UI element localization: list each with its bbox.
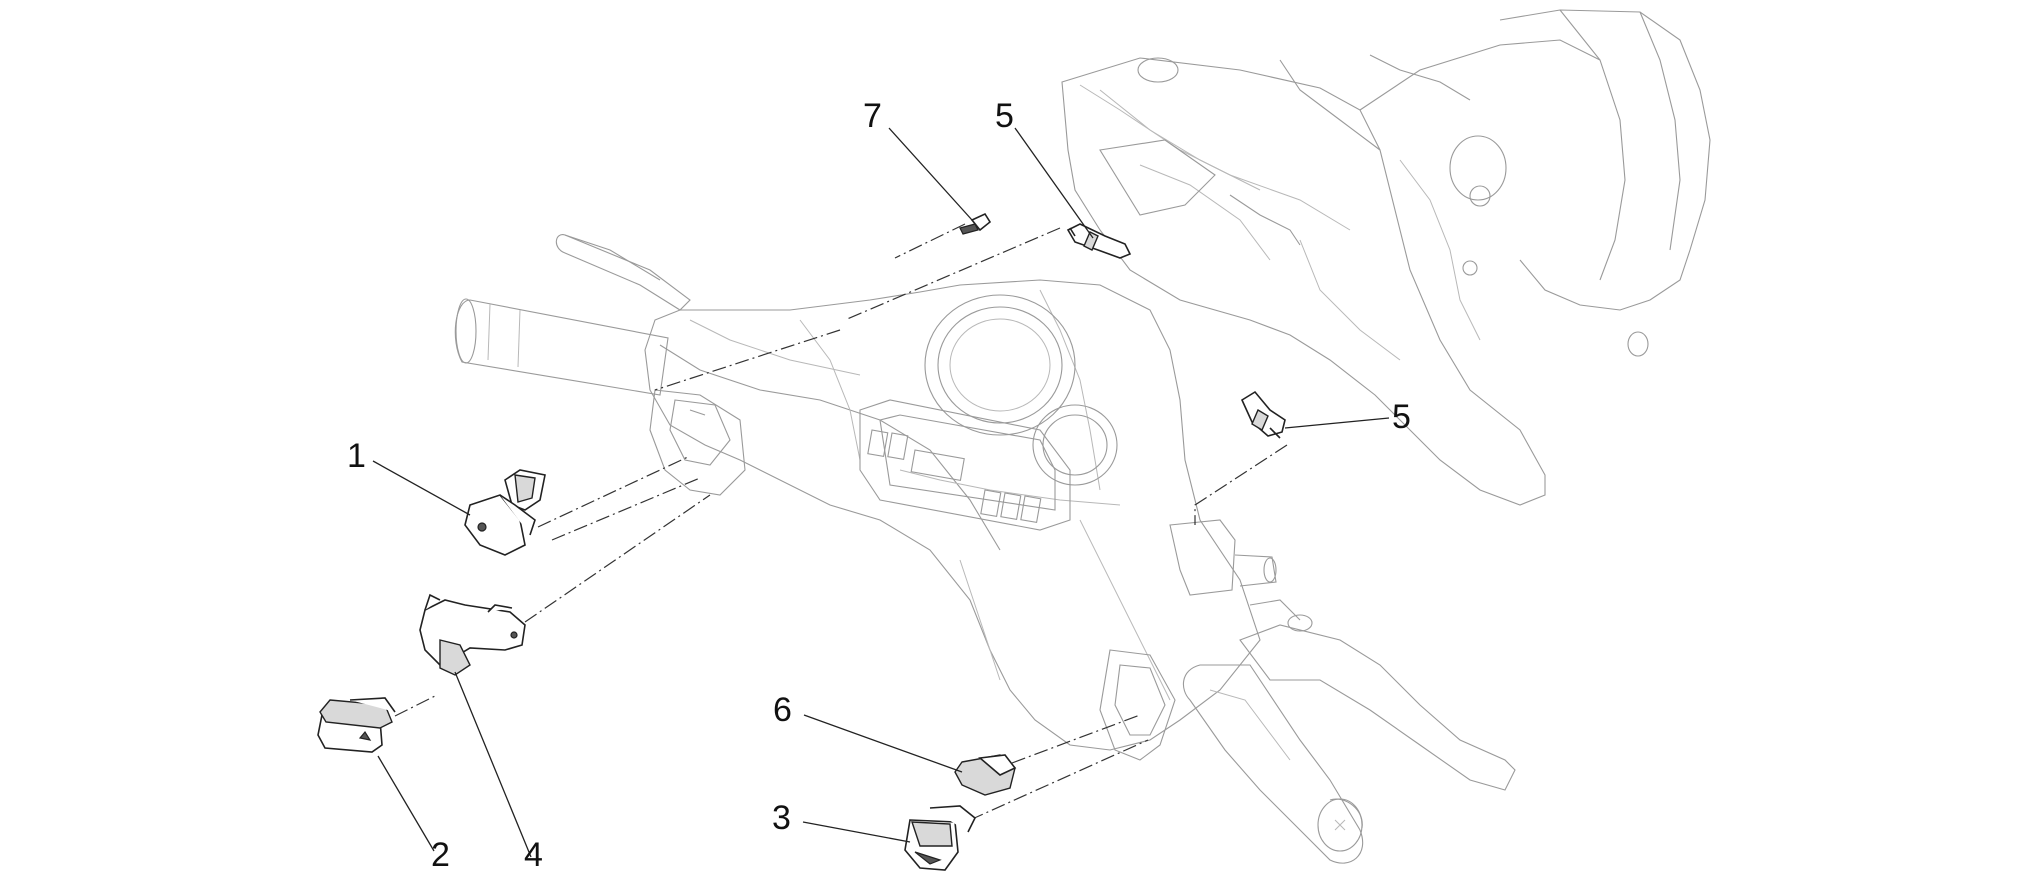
callout-3: 3 xyxy=(772,799,791,837)
part-1-switch xyxy=(464,469,546,556)
part-7-screw xyxy=(959,212,992,235)
part-4-switch-housing xyxy=(419,593,526,676)
leader-lines xyxy=(372,127,1390,858)
rear-handlebar-cover xyxy=(1061,9,1711,506)
handlebar-front-cover xyxy=(454,234,1516,864)
part-6-button-cap xyxy=(954,754,1017,796)
callout-5-lower: 5 xyxy=(1392,398,1411,436)
part-2-horn-button xyxy=(317,697,396,753)
callout-1: 1 xyxy=(347,437,366,475)
part-5-bulb-lower xyxy=(1240,390,1286,439)
callout-2: 2 xyxy=(431,836,450,874)
part-3-switch xyxy=(904,805,977,871)
part-5-bulb-upper xyxy=(1066,223,1132,259)
callout-6: 6 xyxy=(773,691,792,729)
assembly-lines xyxy=(394,223,1288,821)
callout-4: 4 xyxy=(524,836,543,874)
callout-7: 7 xyxy=(863,97,882,135)
callout-5-upper: 5 xyxy=(995,97,1014,135)
callout-labels: 1 2 3 4 5 5 6 7 xyxy=(347,97,1411,874)
